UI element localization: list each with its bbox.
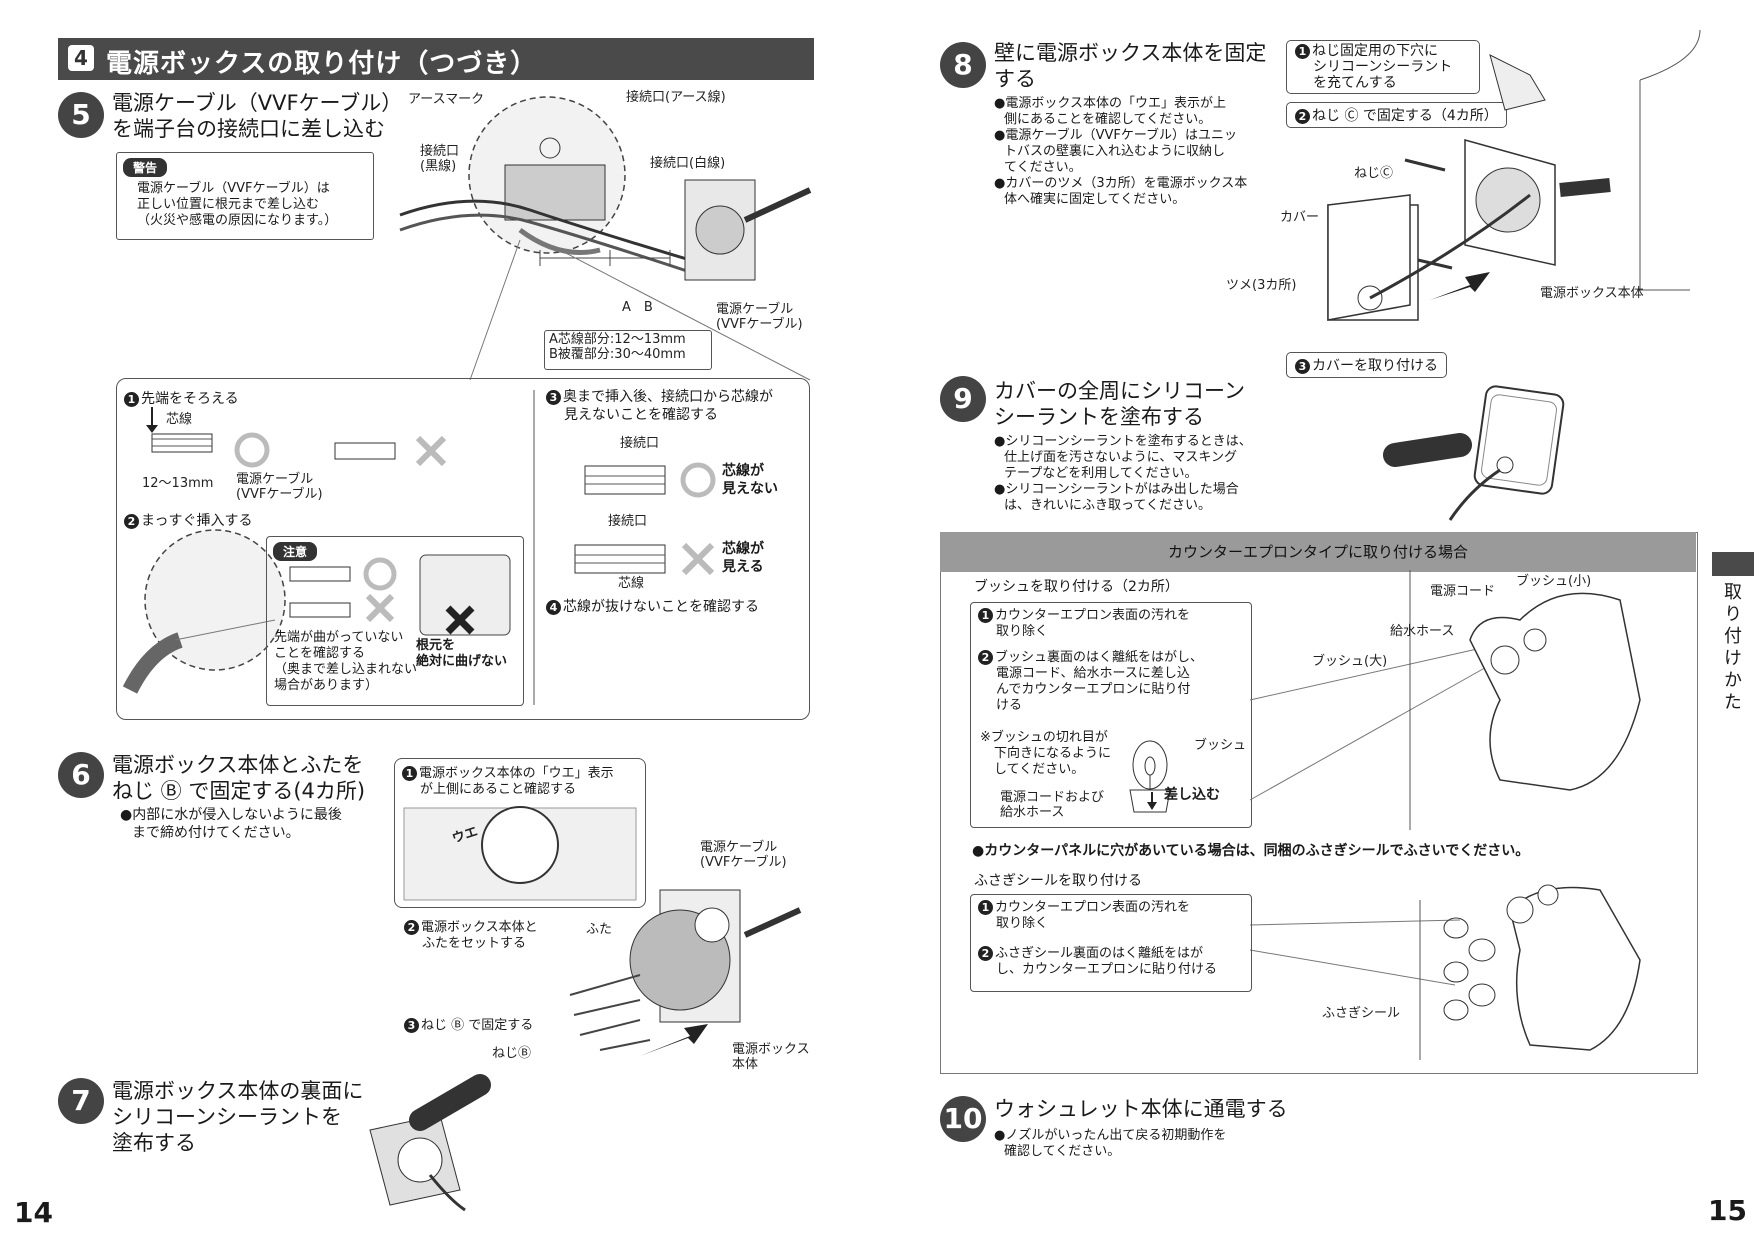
label-earth-mark: アースマーク: [408, 92, 485, 107]
step-7-number: 7: [58, 1078, 104, 1124]
section-header: 4 電源ボックスの取り付け（つづき）: [58, 38, 814, 80]
label-ab: A B: [622, 300, 653, 315]
step-10-bullets: ●ノズルがいったん出て戻る初期動作を 確認してください。: [994, 1128, 1227, 1159]
step-6-bullet: ●内部に水が侵入しないように最後 まで締め付けてください。: [120, 807, 342, 841]
step-5-title: 電源ケーブル（VVFケーブル） を端子台の接続口に差し込む: [112, 91, 403, 141]
seal-title: ふさぎシールを取り付ける: [974, 873, 1142, 889]
label-core-2: 芯線: [618, 576, 645, 591]
label-bush: ブッシュ: [1194, 738, 1247, 753]
step-7-title: 電源ボックス本体の裏面に シリコーンシーラントを 塗布する: [112, 1079, 364, 1155]
label-claw: ツメ(3カ所): [1226, 278, 1297, 293]
label-port-white: 接続口(白線): [650, 156, 726, 171]
label-bush-large: ブッシュ(大): [1312, 654, 1388, 669]
panel-hole-note: ●カウンターパネルに穴があいている場合は、同梱のふさぎシールでふさいでください。: [972, 843, 1530, 859]
label-core-hidden: 芯線が 見えない: [722, 463, 778, 497]
label-port-earth: 接続口(アース線): [626, 90, 726, 105]
push-title: ブッシュを取り付ける（2カ所）: [974, 579, 1179, 595]
label-cable: 電源ケーブル (VVFケーブル): [716, 302, 803, 332]
step-6-title: 電源ボックス本体とふたを ねじ Ⓑ で固定する(4カ所): [112, 753, 366, 803]
step-10-title: ウォシュレット本体に通電する: [994, 1097, 1288, 1121]
label-cover: カバー: [1280, 210, 1320, 225]
step-9-number: 9: [940, 376, 986, 422]
push-note: ※ブッシュの切れ目が 下向きになるように してください。: [980, 730, 1112, 777]
section-number: 4: [68, 45, 94, 71]
step-9-bullets: ●シリコーンシーラントを塗布するときは、 仕上げ面を汚さないように、マスキング …: [994, 434, 1252, 513]
step-8-number: 8: [940, 42, 986, 88]
caution-text: 先端が曲がっていない ことを確認する （奥まで差し込まれない 場合があります）: [274, 630, 418, 693]
step-8-bullets: ●電源ボックス本体の「ウエ」表示が上 側にあることを確認してください。 ●電源ケ…: [994, 96, 1248, 207]
label-port-black: 接続口 (黒線): [420, 144, 460, 174]
warning-badge: 警告: [123, 158, 168, 177]
caution-box: 注意: [266, 536, 524, 706]
warning-box: 警告 電源ケーブル（VVFケーブル）は 正しい位置に根元まで差し込む （火災や感…: [116, 152, 374, 240]
step-8-title: 壁に電源ボックス本体を固定 する: [994, 41, 1267, 91]
step-5-number: 5: [58, 92, 104, 138]
step-6-detail-box: [394, 758, 646, 908]
side-tab-marker: [1712, 552, 1754, 576]
label-cable-2: 電源ケーブル (VVFケーブル): [236, 472, 323, 502]
label-port-ok: 接続口: [620, 436, 660, 451]
page-number-right: 15: [1708, 1194, 1747, 1227]
step-9-title: カバーの全周にシリコーン シーラントを塗布する: [994, 379, 1245, 429]
label-water-hose: 給水ホース: [1390, 624, 1455, 639]
label-seal: ふさぎシール: [1322, 1006, 1401, 1021]
label-box-body: 電源ボックス本体: [1540, 286, 1644, 301]
step-10-number: 10: [940, 1096, 986, 1142]
label-insert: 差し込む: [1164, 787, 1220, 803]
step-6-number: 6: [58, 752, 104, 798]
label-length: 12～13mm: [142, 476, 214, 491]
dimension-box: A芯線部分:12～13mm B被覆部分:30～40mm: [544, 330, 712, 370]
label-core-visible: 芯線が 見える: [722, 541, 764, 575]
page-number-left: 14: [14, 1196, 53, 1229]
caution-badge: 注意: [273, 542, 318, 561]
seal-box: [970, 894, 1252, 992]
label-power-cord: 電源コード: [1430, 584, 1496, 599]
label-screw-c: ねじⒸ: [1354, 166, 1394, 181]
label-core: 芯線: [166, 412, 193, 427]
label-port-ng: 接続口: [608, 514, 648, 529]
side-tab-label: 取り付けかた: [1721, 582, 1742, 714]
root-warning: 根元を 絶対に曲げない: [416, 638, 508, 669]
label-bush-small: ブッシュ(小): [1516, 574, 1592, 589]
label-screw-b: ねじⒷ: [492, 1046, 532, 1061]
label-lid: ふた: [586, 922, 613, 937]
section-title: 電源ボックスの取り付け（つづき）: [106, 49, 538, 79]
label-cable-6: 電源ケーブル (VVFケーブル): [700, 840, 787, 870]
push-box: [970, 602, 1252, 828]
label-cord-hose: 電源コードおよび 給水ホース: [1000, 790, 1105, 820]
label-box-body-6: 電源ボックス 本体: [732, 1042, 810, 1072]
step-5-detail-box: [116, 378, 810, 720]
counter-apron-header: カウンターエプロンタイプに取り付ける場合: [940, 532, 1696, 572]
